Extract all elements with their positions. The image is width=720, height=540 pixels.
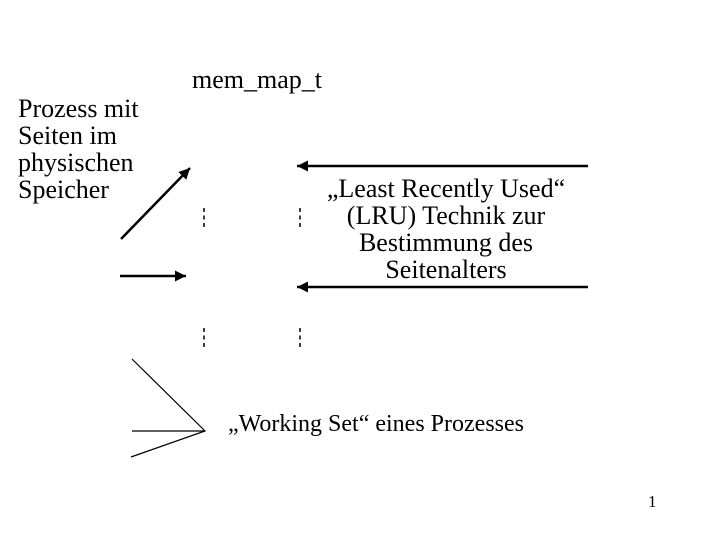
process-pages-label-line: Speicher [18, 175, 109, 204]
working-set-chevron-icon [130, 358, 207, 458]
lru-technique-label-line: (LRU) Technik zur [346, 201, 546, 230]
process-pages-label-line: Prozess mit [18, 94, 139, 123]
lru-technique-label-line: Seitenalters [385, 255, 507, 284]
process-pages-label: Prozess mit Seiten im physischen Speiche… [18, 95, 139, 203]
diagonal-up-right-arrow-icon [120, 167, 191, 240]
working-set-label: „Working Set“ eines Prozesses [228, 411, 524, 437]
slide-title: mem_map_t [192, 65, 322, 94]
lru-technique-label-line: Bestimmung des [358, 228, 534, 257]
lru-technique-label-line: „Least Recently Used“ [326, 174, 566, 203]
process-pages-label-line: physischen [18, 148, 134, 177]
page-number: 1 [648, 492, 657, 511]
process-pages-label-line: Seiten im [18, 121, 117, 150]
lru-technique-label: „Least Recently Used“ (LRU) Technik zur … [296, 175, 596, 283]
